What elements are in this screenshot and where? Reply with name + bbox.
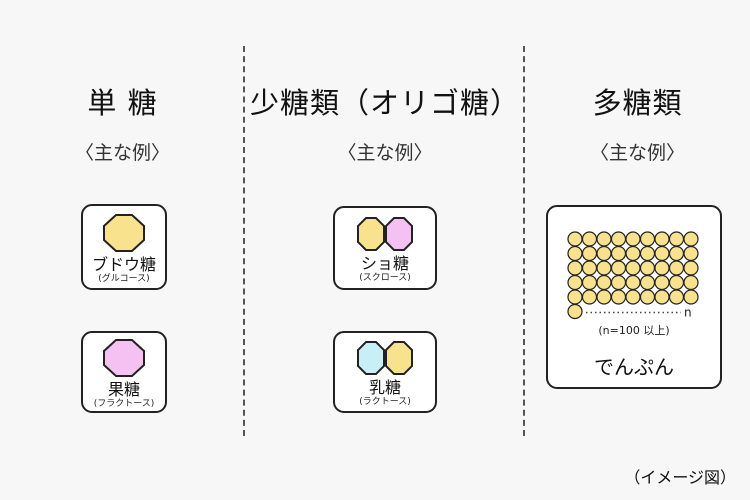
glucose-unit <box>610 245 627 262</box>
fructose-label: 果糖 <box>107 380 140 399</box>
glucose-unit <box>567 245 583 262</box>
sucrose-reading: (スクロース) <box>359 273 411 283</box>
lactose-octagon-pair-icon <box>357 341 413 375</box>
glucose-unit <box>683 260 699 276</box>
glucose-unit <box>596 274 612 291</box>
glucose-unit <box>668 231 685 247</box>
starch-unit-grid: n <box>567 231 699 320</box>
fructose-octagon-icon <box>103 339 145 377</box>
glucose-unit <box>567 260 583 276</box>
glucose-unit <box>567 303 583 320</box>
glucose-unit <box>625 231 641 247</box>
glucose-unit <box>625 289 641 305</box>
glucose-unit <box>654 245 670 262</box>
lactose-card: 乳糖 (ラクトース) <box>333 331 437 413</box>
glucose-unit <box>683 245 699 262</box>
sucrose-octagon-pair-icon <box>357 217 413 251</box>
lactose-reading: (ラクトース) <box>359 397 411 407</box>
glucose-unit <box>639 289 656 305</box>
starch-label: でんぷん <box>594 355 674 379</box>
monosaccharide-column: 単 糖 〈主な例〉 ブドウ糖 (グルコース) 果糖 (フラクトース) <box>0 0 245 500</box>
oligosaccharide-title: 少糖類（オリゴ糖） <box>249 86 520 120</box>
glucose-unit <box>581 245 598 262</box>
glucose-unit <box>683 231 699 247</box>
oligosaccharide-subtitle: 〈主な例〉 <box>337 142 433 164</box>
lactose-label: 乳糖 <box>368 378 401 397</box>
glucose-unit <box>639 231 656 247</box>
monosaccharide-title: 単 糖 <box>87 86 158 120</box>
glucose-unit <box>668 260 685 276</box>
glucose-reading: (グルコース) <box>98 274 150 284</box>
glucose-unit <box>625 260 641 276</box>
glucose-unit <box>625 245 641 262</box>
glucose-unit <box>668 245 685 262</box>
glucose-unit <box>581 260 598 276</box>
glucose-unit <box>581 289 598 305</box>
sucrose-card: ショ糖 (スクロース) <box>333 206 437 290</box>
fructose-reading: (フラクトース) <box>93 399 155 409</box>
glucose-unit <box>567 231 583 247</box>
glucose-unit <box>625 274 641 291</box>
glucose-label: ブドウ糖 <box>91 255 156 274</box>
glucose-unit <box>654 274 670 291</box>
divider-line-2 <box>523 46 525 436</box>
glucose-unit <box>610 274 627 291</box>
glucose-unit <box>683 274 699 291</box>
starch-count-note: (n=100 以上) <box>598 324 670 337</box>
glucose-unit <box>654 260 670 276</box>
glucose-unit <box>610 289 627 305</box>
glucose-unit <box>596 289 612 305</box>
glucose-unit <box>567 289 583 305</box>
polysaccharide-subtitle: 〈主な例〉 <box>589 142 685 164</box>
glucose-unit <box>668 289 685 305</box>
monosaccharide-subtitle: 〈主な例〉 <box>74 142 170 164</box>
oligosaccharide-column: 少糖類（オリゴ糖） 〈主な例〉 ショ糖 (スクロース) 乳糖 (ラクトース) <box>245 0 525 500</box>
glucose-unit <box>567 274 583 291</box>
glucose-unit <box>596 245 612 262</box>
glucose-unit <box>581 231 598 247</box>
glucose-card: ブドウ糖 (グルコース) <box>81 204 167 290</box>
starch-card: n (n=100 以上) でんぷん <box>546 205 722 389</box>
fructose-card: 果糖 (フラクトース) <box>81 331 167 413</box>
polysaccharide-title: 多糖類 <box>592 86 683 120</box>
polysaccharide-column: 多糖類 〈主な例〉 n (n=100 以上) でんぷん <box>525 0 750 500</box>
starch-end-label: n <box>684 306 692 320</box>
glucose-unit <box>581 274 598 291</box>
divider-line-1 <box>243 46 245 436</box>
glucose-unit <box>639 260 656 276</box>
glucose-unit <box>596 231 612 247</box>
glucose-octagon-icon <box>103 214 145 252</box>
glucose-unit <box>639 274 656 291</box>
glucose-unit <box>610 231 627 247</box>
glucose-unit <box>683 289 699 305</box>
glucose-unit <box>639 245 656 262</box>
glucose-unit <box>668 274 685 291</box>
glucose-unit <box>654 289 670 305</box>
sucrose-label: ショ糖 <box>360 254 409 273</box>
image-note: （イメージ図） <box>624 468 736 487</box>
glucose-unit <box>654 231 670 247</box>
glucose-unit <box>610 260 627 276</box>
glucose-unit <box>596 260 612 276</box>
